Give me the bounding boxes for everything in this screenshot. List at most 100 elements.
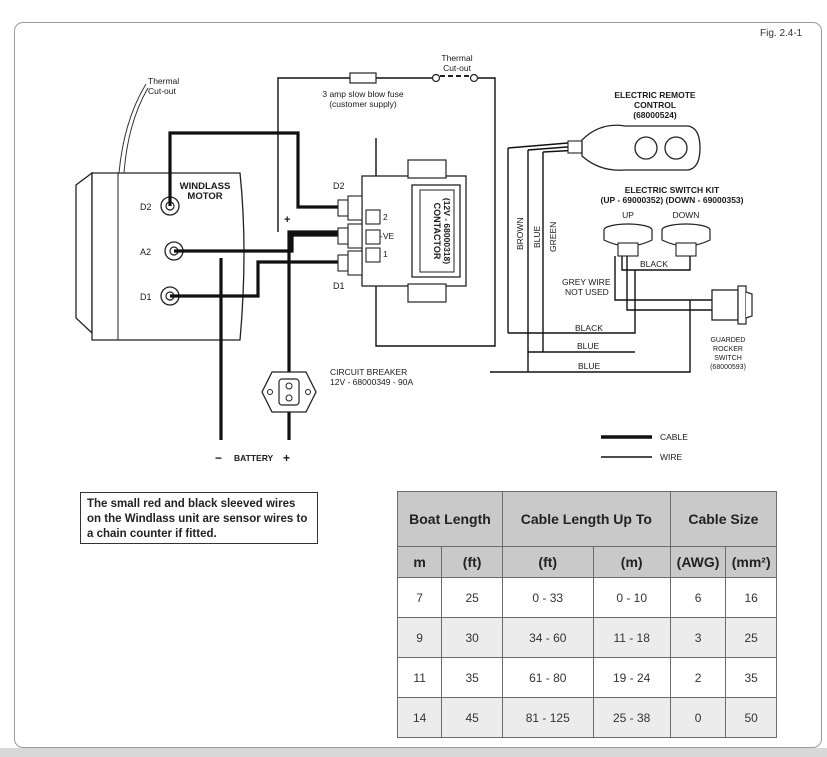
legend-cable: CABLE [660, 432, 688, 442]
contactor-label-d2: D2 [333, 181, 345, 191]
contactor-pin-ve: -VE [380, 231, 395, 241]
grey-wire-2: NOT USED [565, 287, 609, 297]
wire-label-blue-2: BLUE [578, 361, 601, 371]
table-cell: 61 - 80 [501, 657, 594, 698]
rocker-label-2: ROCKER [713, 346, 743, 353]
table-cell: 0 - 10 [592, 577, 671, 618]
table-row: 11 35 61 - 80 19 - 24 2 35 [396, 657, 777, 698]
motor-label-a2: A2 [140, 247, 151, 257]
remote-label-1: ELECTRIC REMOTE [614, 90, 696, 100]
table-cell: 7 [396, 577, 443, 618]
legend: CABLE WIRE [601, 432, 688, 462]
motor-label-d2: D2 [140, 202, 152, 212]
wiring-diagram: WINDLASS MOTOR D2 A2 D1 Thermal Cut-out [75, 53, 753, 465]
circuit-breaker: CIRCUIT BREAKER 12V - 68000349 - 90A [261, 367, 414, 413]
unit-header: (ft) [441, 546, 503, 578]
table-cell: 25 [725, 617, 777, 658]
rocker-label-3: SWITCH [714, 355, 742, 362]
header-cable-size: Cable Size [669, 491, 778, 547]
black-label: BLACK [640, 259, 668, 269]
up-label: UP [622, 210, 634, 220]
contactor-label: CONTACTOR [432, 203, 442, 260]
thermal-top-1: Thermal [441, 53, 472, 63]
bottom-band [0, 748, 827, 757]
battery-terminals: − BATTERY + [215, 451, 290, 465]
contactor-part: (12V - 68000318) [442, 198, 452, 264]
breaker-label-1: CIRCUIT BREAKER [330, 367, 407, 377]
windlass-motor: WINDLASS MOTOR D2 A2 D1 [75, 171, 245, 341]
header-cable-length: Cable Length Up To [501, 491, 671, 547]
breaker-label-2: 12V - 68000349 - 90A [330, 377, 414, 387]
thermal-top-2: Cut-out [443, 63, 472, 73]
switch-kit-label-2: (UP - 69000352) (DOWN - 69000353) [601, 195, 744, 205]
wire-label-green: GREEN [548, 222, 558, 252]
unit-header: (ft) [501, 546, 594, 578]
table-cell: 25 - 38 [592, 697, 671, 738]
electric-switch-kit: ELECTRIC SWITCH KIT (UP - 69000352) (DOW… [562, 185, 744, 297]
unit-header: m [396, 546, 443, 578]
electric-remote-control: ELECTRIC REMOTE CONTROL (68000524) [567, 90, 701, 171]
table-cell: 50 [725, 697, 777, 738]
rocker-label-1: GUARDED [710, 337, 745, 344]
guarded-rocker-switch: GUARDED ROCKER SWITCH (68000593) [710, 285, 753, 371]
contactor: CONTACTOR (12V - 68000318) 2 -VE 1 D2 D1 [333, 159, 467, 303]
grey-wire-1: GREY WIRE [562, 277, 611, 287]
thermal-cutout-top: Thermal Cut-out [431, 53, 479, 83]
table-cell: 35 [441, 657, 503, 698]
remote-label-2: CONTROL [634, 100, 676, 110]
plus-sign: + [284, 214, 290, 226]
table-cell: 3 [669, 617, 727, 658]
unit-header: (m) [592, 546, 671, 578]
battery-label: BATTERY [234, 453, 274, 463]
down-label: DOWN [673, 210, 700, 220]
header-boat-length: Boat Length [397, 491, 503, 547]
fuse-label-1: 3 amp slow blow fuse [322, 89, 404, 99]
table-cell: 45 [441, 697, 503, 738]
rocker-label-4: (68000593) [710, 364, 746, 371]
unit-header: (mm²) [725, 546, 777, 578]
cables [168, 131, 338, 440]
table-cell: 9 [396, 617, 443, 658]
motor-label-d1: D1 [140, 292, 152, 302]
table-cell: 25 [441, 577, 503, 618]
table-cell: 14 [396, 697, 443, 738]
thermal-left-1: Thermal [148, 76, 179, 86]
fuse: 3 amp slow blow fuse (customer supply) [322, 72, 404, 109]
wire-label-blue: BLUE [532, 225, 542, 248]
table-cell: 2 [669, 657, 727, 698]
table-cell: 34 - 60 [501, 617, 594, 658]
remote-label-3: (68000524) [633, 110, 677, 120]
wire-label-black: BLACK [575, 323, 603, 333]
battery-minus: − [215, 451, 222, 465]
table-cell: 11 [396, 657, 443, 698]
table-cell: 19 - 24 [592, 657, 671, 698]
battery-plus: + [283, 451, 290, 465]
motor-label-2: MOTOR [187, 191, 222, 202]
table-cell: 0 - 33 [501, 577, 594, 618]
thermal-cutout-left: Thermal Cut-out [118, 76, 179, 174]
table-cell: 11 - 18 [592, 617, 671, 658]
contactor-pin-2: 2 [383, 212, 388, 222]
table-cell: 16 [725, 577, 777, 618]
table-cell: 35 [725, 657, 777, 698]
motor-label-1: WINDLASS [180, 181, 231, 192]
wire-label-blue-1: BLUE [577, 341, 600, 351]
legend-wire: WIRE [660, 452, 683, 462]
unit-header: (AWG) [669, 546, 727, 578]
fuse-label-2: (customer supply) [329, 99, 397, 109]
contactor-label-d1: D1 [333, 281, 345, 291]
up-switch [603, 223, 653, 257]
table-row: 14 45 81 - 125 25 - 38 0 50 [396, 697, 777, 738]
cable-size-table: Boat Length Cable Length Up To Cable Siz… [396, 491, 778, 738]
table-row: 7 25 0 - 33 0 - 10 6 16 [396, 577, 777, 618]
sensor-wire-note: The small red and black sleeved wires on… [80, 492, 318, 544]
table-cell: 0 [669, 697, 727, 738]
switch-kit-label-1: ELECTRIC SWITCH KIT [625, 185, 720, 195]
wire-label-brown: BROWN [515, 217, 525, 250]
down-switch [661, 223, 711, 257]
table-cell: 30 [441, 617, 503, 658]
table-cell: 6 [669, 577, 727, 618]
thermal-left-2: Cut-out [148, 86, 177, 96]
contactor-pin-1: 1 [383, 249, 388, 259]
table-row: 9 30 34 - 60 11 - 18 3 25 [396, 617, 777, 658]
